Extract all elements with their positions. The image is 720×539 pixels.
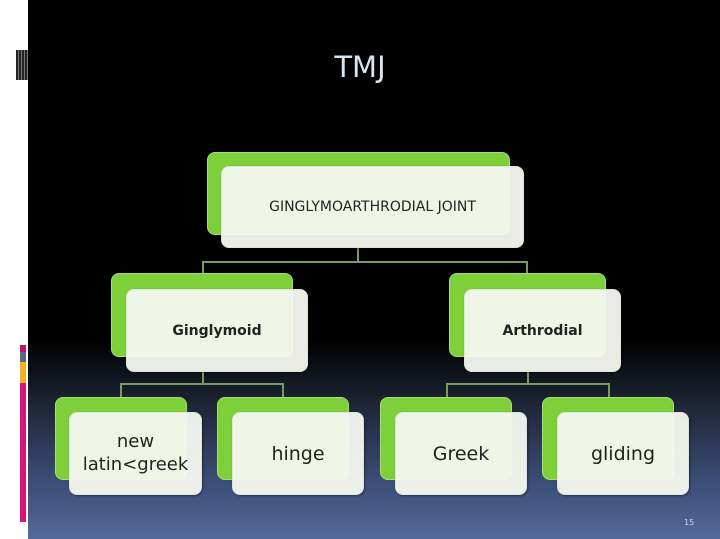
node-root: GINGLYMOARTHRODIAL JOINT bbox=[221, 166, 524, 248]
accent-bar bbox=[20, 383, 26, 522]
node-gliding: gliding bbox=[557, 412, 689, 495]
node-label: hinge bbox=[271, 442, 325, 465]
connector bbox=[202, 261, 528, 263]
connector bbox=[120, 383, 122, 398]
accent-bar bbox=[20, 362, 26, 383]
connector bbox=[202, 261, 204, 274]
node-new-latin-greek: new latin<greek bbox=[69, 412, 202, 495]
accent-bar bbox=[20, 345, 26, 352]
node-hinge: hinge bbox=[232, 412, 364, 495]
connector bbox=[446, 383, 610, 385]
connector bbox=[357, 248, 359, 263]
connector bbox=[527, 372, 529, 385]
connector bbox=[446, 383, 448, 398]
binding-mark bbox=[16, 50, 28, 80]
connector bbox=[608, 383, 610, 398]
node-ginglymoid: Ginglymoid bbox=[126, 289, 308, 372]
accent-bar bbox=[20, 352, 26, 362]
node-greek: Greek bbox=[395, 412, 527, 495]
page-number: 15 bbox=[684, 518, 695, 527]
node-label: Ginglymoid bbox=[172, 322, 262, 339]
slide-title: TMJ bbox=[334, 50, 386, 84]
node-label: gliding bbox=[590, 442, 656, 465]
node-label: Arthrodial bbox=[502, 322, 583, 339]
node-label: GINGLYMOARTHRODIAL JOINT bbox=[269, 199, 476, 215]
node-arthrodial: Arthrodial bbox=[464, 289, 621, 372]
node-label: new latin<greek bbox=[82, 431, 189, 475]
connector bbox=[120, 383, 284, 385]
connector bbox=[202, 372, 204, 385]
connector bbox=[526, 261, 528, 274]
connector bbox=[282, 383, 284, 398]
node-label: Greek bbox=[432, 442, 490, 465]
